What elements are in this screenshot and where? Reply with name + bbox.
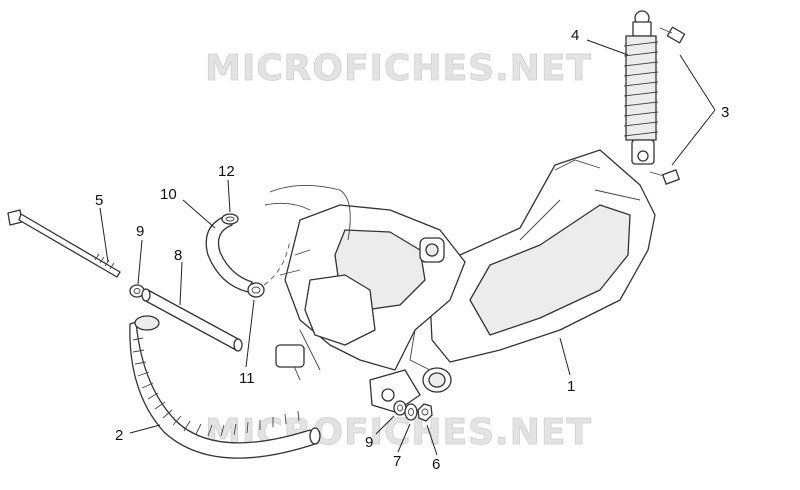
- leader-1: [559, 337, 571, 376]
- callout-1: 1: [567, 378, 575, 395]
- leader-9b: [375, 415, 395, 435]
- leader-5: [99, 207, 109, 263]
- part-5-long-bolt: [7, 209, 121, 278]
- leader-10: [182, 199, 216, 229]
- callout-7: 7: [393, 453, 401, 470]
- callout-3: 3: [721, 104, 729, 121]
- part-2-corrugated-hose: [129, 315, 321, 459]
- part-9-washer-lower: [393, 400, 407, 416]
- part-10-curved-hose: [205, 214, 253, 293]
- leader-2: [129, 424, 161, 434]
- part-6-nut: [417, 403, 433, 422]
- leader-6: [426, 424, 438, 456]
- leader-4: [586, 39, 629, 56]
- part-7-washer: [404, 403, 418, 421]
- callout-5: 5: [95, 192, 103, 209]
- callout-10: 10: [160, 186, 177, 203]
- callout-9b: 9: [365, 434, 373, 451]
- leader-8: [179, 261, 183, 306]
- callout-4: 4: [571, 27, 579, 44]
- leader-3: [671, 54, 716, 166]
- part-11-hose-clamp: [247, 239, 291, 298]
- callout-8: 8: [174, 247, 182, 264]
- leader-lines: [99, 39, 716, 456]
- callout-2: 2: [115, 427, 123, 444]
- part-1-engine-casing: [409, 149, 656, 393]
- leader-11: [245, 299, 255, 368]
- watermark-top: MICROFICHES.NET: [205, 48, 592, 89]
- callout-11: 11: [239, 370, 255, 387]
- part-12-hose-clip: [221, 213, 239, 225]
- leader-12: [227, 179, 231, 213]
- leader-7: [397, 423, 411, 453]
- callout-6: 6: [432, 456, 440, 473]
- callout-9a: 9: [136, 223, 144, 240]
- callout-12: 12: [218, 163, 235, 180]
- engine-block-assembly: [264, 185, 466, 413]
- part-3-shock-bolts: [649, 26, 686, 185]
- part-8-spacer-tube: [141, 288, 243, 352]
- part-4-shock-absorber: [623, 10, 659, 165]
- leader-9a: [137, 239, 143, 285]
